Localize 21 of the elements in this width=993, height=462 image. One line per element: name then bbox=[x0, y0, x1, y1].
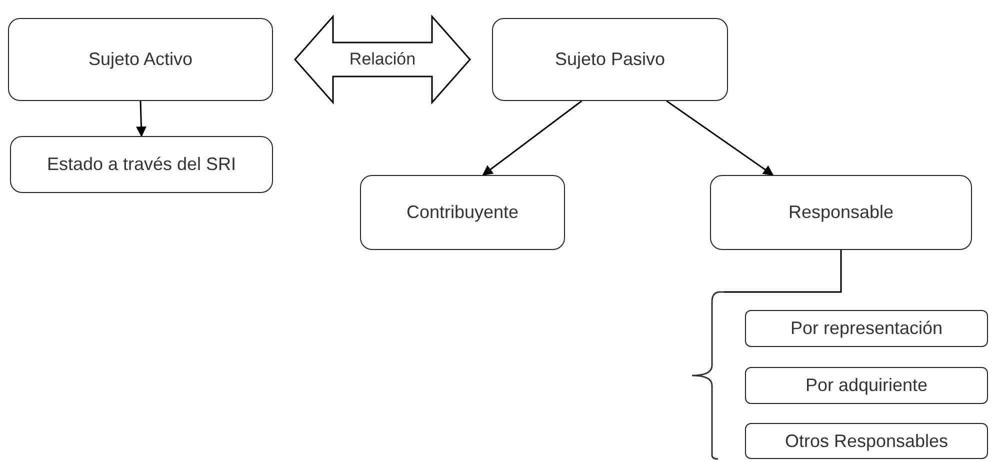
process-box bbox=[10, 136, 273, 193]
box-label: Otros Responsables bbox=[784, 430, 950, 452]
box-label: Contribuyente bbox=[405, 201, 520, 224]
arrow bbox=[482, 100, 582, 176]
process-box bbox=[360, 175, 565, 250]
box-label: Por representación bbox=[789, 317, 944, 340]
box-label: Sujeto Pasivo bbox=[554, 48, 666, 71]
process-box bbox=[745, 310, 988, 347]
box-label: Sujeto Activo bbox=[87, 48, 194, 71]
process-box bbox=[745, 423, 988, 459]
box-label: Responsable bbox=[787, 201, 895, 224]
arrow bbox=[666, 100, 774, 176]
connector-line bbox=[724, 250, 842, 293]
box-label: Por adquiriente bbox=[804, 374, 929, 397]
process-box bbox=[492, 18, 728, 101]
arrow bbox=[136, 100, 146, 138]
process-box bbox=[710, 175, 972, 250]
curly-brace bbox=[690, 291, 724, 460]
process-box bbox=[8, 18, 273, 101]
box-label: Estado a través del SRI bbox=[46, 153, 238, 176]
process-box bbox=[745, 367, 988, 404]
